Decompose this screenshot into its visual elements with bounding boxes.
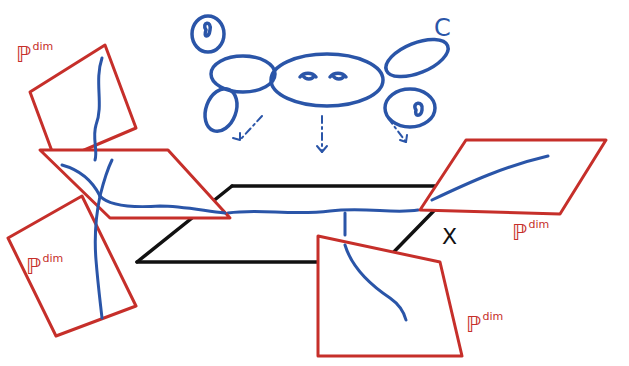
projective-space: ℙ (512, 222, 527, 244)
dimension-superscript: dim (42, 253, 63, 264)
map-arrowheads (233, 133, 407, 152)
dimension-superscript: dim (32, 41, 53, 52)
projective-space: ℙ (26, 256, 41, 278)
projective-space: ℙ (16, 44, 31, 66)
curve-branch (344, 213, 347, 235)
projective-planes (8, 45, 606, 356)
projective-space: ℙ (466, 314, 481, 336)
fibre-curves (62, 58, 548, 320)
dimension-superscript: dim (528, 219, 549, 230)
space-name: X (442, 226, 457, 248)
curve-in-x (228, 210, 418, 213)
map-arrows (240, 116, 406, 152)
curve-name: C (434, 16, 451, 40)
dimension-superscript: dim (482, 311, 503, 322)
